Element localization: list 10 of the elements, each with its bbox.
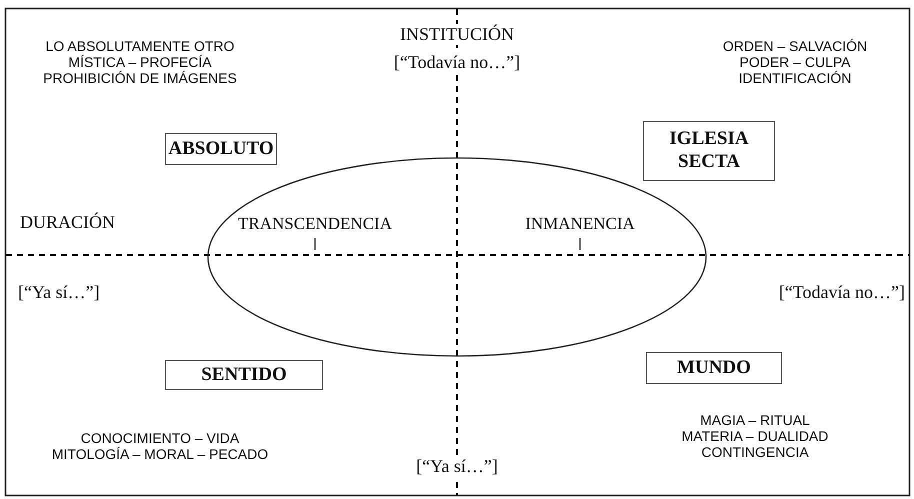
ellipse-label: TRANSCENDENCIA bbox=[238, 214, 392, 234]
label-box: SENTIDO bbox=[165, 360, 323, 390]
term-list: CONOCIMIENTO – VIDA MITOLOGÍA – MORAL – PECADO bbox=[45, 430, 275, 462]
term-list: MAGIA – RITUAL MATERIA – DUALIDAD CONTINGENCIA bbox=[675, 412, 835, 460]
term-list: ORDEN – SALVACIÓN PODER – CULPA IDENTIFICACIÓN bbox=[715, 38, 875, 86]
label-box: MUNDO bbox=[646, 352, 782, 384]
ellipse-label: INMANENCIA bbox=[525, 214, 635, 234]
label-box: ABSOLUTO bbox=[165, 133, 277, 165]
label-box: IGLESIA SECTA bbox=[643, 121, 775, 181]
term-list: LO ABSOLUTAMENTE OTRO MÍSTICA – PROFECÍA PROHIBICIÓN DE IMÁGENES bbox=[30, 38, 250, 86]
